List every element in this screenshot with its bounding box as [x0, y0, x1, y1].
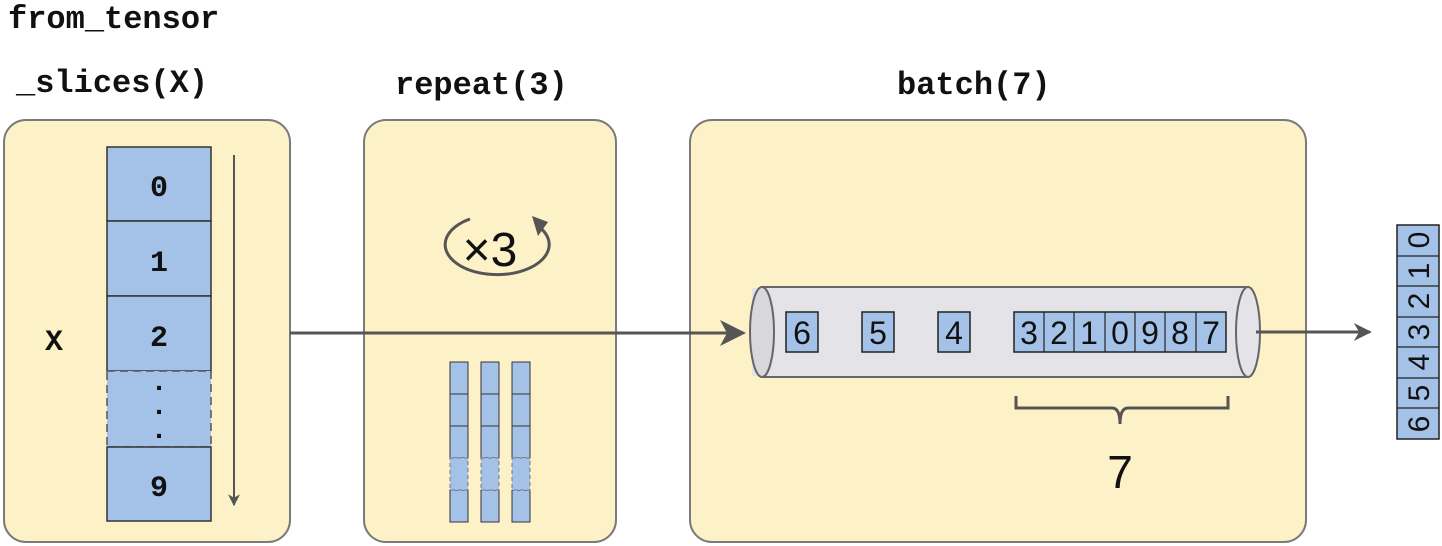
- batch-size-bracket: [1014, 396, 1230, 425]
- repeat-count-label: ×3: [463, 224, 518, 277]
- repeat-title: repeat(3): [395, 67, 568, 104]
- batch-item-label: 3: [1020, 315, 1038, 351]
- batch-item-label: 2: [1050, 315, 1068, 351]
- output-item-label: 1: [1403, 263, 1436, 280]
- batch-size-label: 7: [1107, 446, 1133, 498]
- queue-singles: 6 5 4: [785, 311, 971, 353]
- queue-item-4: [937, 311, 971, 353]
- output-item-label: 3: [1403, 324, 1436, 341]
- output-item-label: 4: [1403, 354, 1436, 371]
- ellipsis-dot-2: .: [151, 392, 168, 423]
- queue-item-5-label: 5: [869, 315, 887, 351]
- batch-item-label: 8: [1171, 315, 1189, 351]
- from-tensor-title-line2: _slices(X): [15, 65, 208, 102]
- batch-title: batch(7): [897, 67, 1051, 104]
- ellipsis-dot-3: .: [151, 416, 168, 447]
- repeat-mini-columns: [449, 361, 531, 523]
- x-column: 0 1 2 . . . 9: [106, 146, 212, 522]
- ellipsis-dot-1: .: [151, 368, 168, 399]
- x-cell-0: [106, 146, 212, 222]
- queue-item-6-label: 6: [793, 315, 811, 351]
- queue-item-4-label: 4: [945, 315, 963, 351]
- pipe-entry-arrowhead: [720, 320, 746, 346]
- x-cell-9: [106, 446, 212, 522]
- x-cell-1-label: 1: [150, 247, 168, 281]
- queue-item-6: [785, 311, 819, 353]
- x-cell-2-label: 2: [150, 322, 168, 356]
- output-batch: 6 5 4 3 2 1 0: [1396, 224, 1440, 440]
- repeat-loop-icon: [443, 216, 551, 277]
- repeat-panel: [363, 119, 617, 543]
- x-cell-0-label: 0: [150, 172, 168, 206]
- output-item-label: 2: [1403, 293, 1436, 310]
- from-tensor-title-line1: from_tensor: [8, 1, 219, 38]
- x-cell-9-label: 9: [150, 472, 168, 506]
- output-item-label: 6: [1403, 416, 1436, 433]
- x-cell-ellipsis: [106, 370, 212, 448]
- queue-batch: 3 2 1 0 9 8 7: [1013, 311, 1227, 353]
- batch-item-label: 7: [1202, 315, 1220, 351]
- output-item-label: 5: [1403, 385, 1436, 402]
- x-label: X: [45, 326, 63, 360]
- batch-item-label: 0: [1111, 315, 1129, 351]
- queue-item-5: [861, 311, 895, 353]
- batch-item-label: 1: [1080, 315, 1098, 351]
- output-item-label: 0: [1403, 232, 1436, 249]
- batch-item-label: 9: [1141, 315, 1159, 351]
